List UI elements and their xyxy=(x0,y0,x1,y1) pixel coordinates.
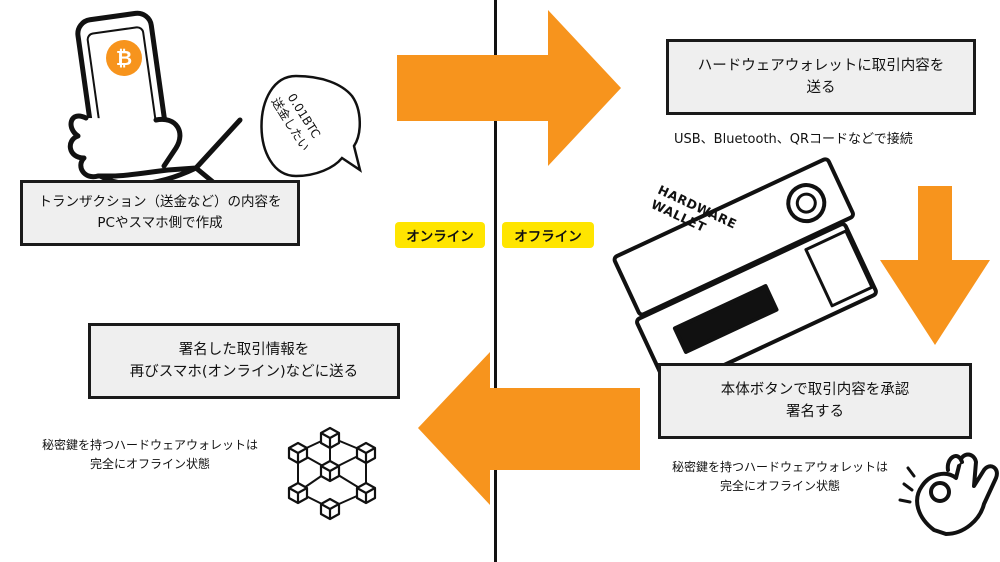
step-approve-sign: 本体ボタンで取引内容を承認 署名する xyxy=(658,363,972,439)
note-left-line1: 秘密鍵を持つハードウェアウォレットは xyxy=(41,438,258,452)
step-create-line1: トランザクション（送金など）の内容を xyxy=(38,194,282,211)
step-send-to-wallet: ハードウェアウォレットに取引内容を 送る xyxy=(666,39,976,115)
offline-note-right: 秘密鍵を持つハードウェアウォレットは 完全にオフライン状態 xyxy=(658,458,902,496)
connection-caption: USB、Bluetooth、QRコードなどで接続 xyxy=(674,132,913,147)
step-create-transaction: トランザクション（送金など）の内容を PCやスマホ側で作成 xyxy=(20,180,300,246)
step-broadcast: 署名した取引情報を 再びスマホ(オンライン)などに送る xyxy=(88,323,400,399)
note-left-line2: 完全にオフライン状態 xyxy=(89,457,210,472)
offline-note-left: 秘密鍵を持つハードウェアウォレットは 完全にオフライン状態 xyxy=(28,436,272,474)
step-broadcast-line1: 署名した取引情報を xyxy=(178,341,310,358)
bitcoin-icon: ₿ xyxy=(106,40,142,76)
step-create-line2: PCやスマホ側で作成 xyxy=(97,215,223,231)
note-right-line2: 完全にオフライン状態 xyxy=(719,479,840,494)
svg-text:₿: ₿ xyxy=(116,46,132,70)
step-approve-line2: 署名する xyxy=(786,404,844,420)
step-approve-line1: 本体ボタンで取引内容を承認 xyxy=(720,381,910,398)
note-right-line1: 秘密鍵を持つハードウェアウォレットは xyxy=(671,460,888,474)
offline-label: オフライン xyxy=(502,222,594,248)
step-broadcast-line2: 再びスマホ(オンライン)などに送る xyxy=(129,364,359,380)
step-send-line1: ハードウェアウォレットに取引内容を xyxy=(697,57,945,74)
online-offline-divider xyxy=(494,0,497,562)
step-send-line2: 送る xyxy=(806,80,836,96)
online-label: オンライン xyxy=(395,222,485,248)
